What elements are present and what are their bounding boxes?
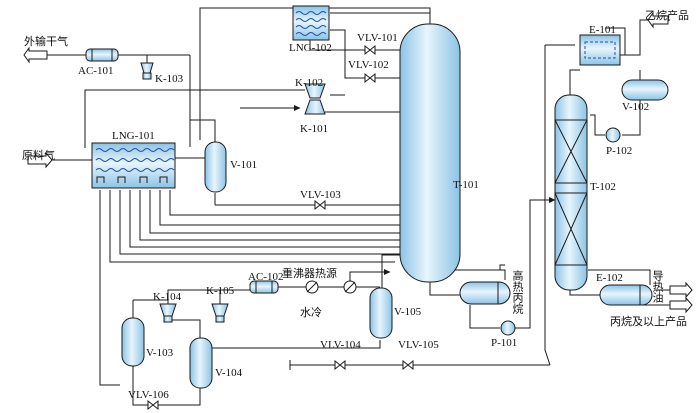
vlv104-label: VLV-104 <box>320 339 361 351</box>
t101-reboiler-icon[interactable] <box>459 281 511 305</box>
v101-vessel-icon[interactable] <box>204 141 227 193</box>
v104-label: V-104 <box>215 367 243 379</box>
k103-label: K-103 <box>155 73 184 85</box>
v102-to-p102-line <box>622 100 641 136</box>
t101-feed-line-5 <box>129 190 411 250</box>
lng101-exchanger-icon[interactable] <box>91 142 176 189</box>
reboiler-heater-icon[interactable] <box>343 280 357 294</box>
p101-to-t102-line <box>515 197 556 329</box>
k104-label: K-104 <box>153 291 182 303</box>
water-cooler-icon[interactable] <box>305 280 319 294</box>
t101-feed-line-2 <box>159 190 411 228</box>
vlv104-valve-icon[interactable] <box>334 359 346 371</box>
expander-feed-line <box>84 89 305 148</box>
k101-label: K-101 <box>300 123 329 135</box>
t101-feed-line-1 <box>169 190 411 218</box>
v103-label: V-103 <box>146 347 174 359</box>
v104-vessel-icon[interactable] <box>189 337 213 389</box>
e101-condenser-icon[interactable] <box>579 34 621 66</box>
vlv102-label: VLV-102 <box>348 59 389 71</box>
t101-feed-line-4 <box>139 190 411 243</box>
dry-gas-arrow-icon <box>23 46 48 64</box>
t102-left-line <box>544 45 551 366</box>
vlv101-label: VLV-101 <box>357 32 398 44</box>
refrigerant-return-line <box>99 210 120 386</box>
propane-plus-label: 丙烷及以上产品 <box>610 315 687 328</box>
t101-feed-line-6 <box>119 190 411 257</box>
v101-label: V-101 <box>230 159 258 171</box>
vlv106-line <box>132 365 201 406</box>
ac101-label: AC-101 <box>78 65 114 77</box>
k105-compressor-icon[interactable] <box>211 303 229 323</box>
ethane-product-line <box>620 17 671 56</box>
e101-to-v102-line <box>605 27 626 55</box>
ethane-arrow-icon <box>647 11 669 29</box>
p101-suction-line <box>469 305 500 329</box>
lng101-label: LNG-101 <box>112 130 155 142</box>
ethane-product-label: 乙烷产品 <box>645 9 689 22</box>
v105-label: V-105 <box>394 306 422 318</box>
vlv101-line <box>309 40 416 53</box>
propane-arrow-icon <box>669 296 693 314</box>
t101-column-icon[interactable] <box>399 23 461 283</box>
k101-to-t101-line <box>325 111 406 120</box>
k104-compressor-icon[interactable] <box>159 303 177 323</box>
vlv102-valve-icon[interactable] <box>364 72 376 84</box>
v101-top-line <box>189 119 216 142</box>
lng102-label: LNG-102 <box>289 42 332 54</box>
vlv102-line <box>330 29 416 81</box>
k102-label: K-102 <box>295 77 324 89</box>
vlv103-label: VLV-103 <box>300 189 341 201</box>
p101-pump-icon[interactable] <box>500 320 516 336</box>
feed-gas-label: 原料气 <box>22 149 55 162</box>
p102-label: P-102 <box>606 145 633 157</box>
heat-oil-label: 导热油 <box>651 270 664 303</box>
e102-return-line <box>588 269 651 285</box>
ac101-aircooler-icon[interactable] <box>85 48 119 62</box>
v103-vessel-icon[interactable] <box>121 317 145 367</box>
e101-label: E-101 <box>589 24 616 36</box>
v104-to-k104-line <box>168 319 201 345</box>
k105-label: K-105 <box>206 285 235 297</box>
e102-label: E-102 <box>596 272 623 284</box>
t102-column-icon[interactable] <box>554 94 588 291</box>
vlv103-valve-icon[interactable] <box>314 199 326 211</box>
vlv101-valve-icon[interactable] <box>364 44 376 56</box>
hot-propane-label: 高热丙烷 <box>511 270 524 314</box>
v105-bottom-line <box>200 340 381 349</box>
v105-vessel-icon[interactable] <box>369 287 393 339</box>
t101-reboiler-return <box>455 269 506 280</box>
vlv106-valve-icon[interactable] <box>147 399 159 411</box>
export-dry-gas-label: 外输干气 <box>24 35 68 48</box>
p101-label: P-101 <box>491 337 518 349</box>
p102-reflux-line <box>590 114 605 136</box>
vlv105-valve-icon[interactable] <box>402 359 414 371</box>
reboiler-top-line <box>499 264 505 270</box>
t102-overhead-line <box>569 69 580 95</box>
feed-gas-arrow-icon <box>27 151 53 169</box>
e102-reboiler-icon[interactable] <box>599 284 653 306</box>
water-cooling-label: 水冷 <box>300 306 322 319</box>
k103-compressor-icon[interactable] <box>140 62 154 80</box>
ac102-label: AC-102 <box>248 271 284 283</box>
k101-compressor-icon[interactable] <box>304 99 326 115</box>
k102-expander-icon[interactable] <box>304 83 326 99</box>
p102-pump-icon[interactable] <box>605 127 621 143</box>
t102-label: T-102 <box>590 181 616 193</box>
vlv105-label: VLV-105 <box>398 339 439 351</box>
t101-feed-line-7 <box>109 190 395 263</box>
reboiler-heat-label: 重沸器热源 <box>282 267 337 280</box>
t101-feed-line-3 <box>149 190 411 236</box>
t101-label: T-101 <box>453 179 479 191</box>
t102-bottom-line <box>569 290 600 296</box>
lng102-exchanger-icon[interactable] <box>292 5 330 41</box>
v102-label: V-102 <box>622 101 650 113</box>
vlv106-label: VLV-106 <box>128 389 169 401</box>
t101-bottom-line <box>429 282 460 296</box>
ac102-aircooler-icon[interactable] <box>249 280 279 294</box>
heat-oil-arrow-icon <box>669 281 693 299</box>
v102-drum-icon[interactable] <box>621 79 669 101</box>
